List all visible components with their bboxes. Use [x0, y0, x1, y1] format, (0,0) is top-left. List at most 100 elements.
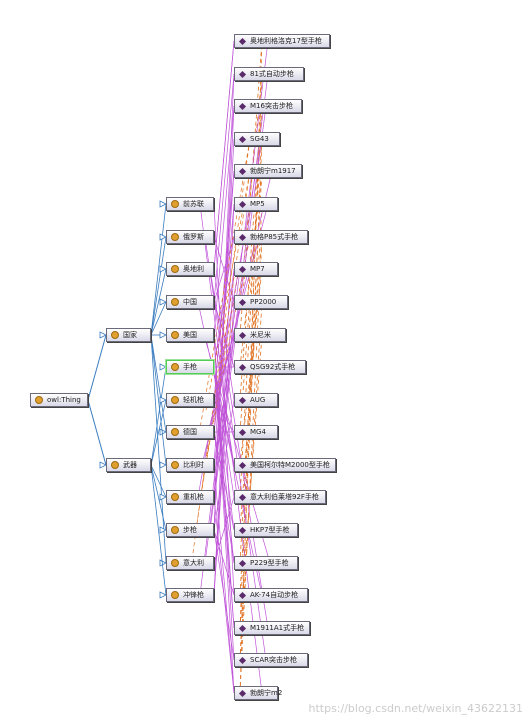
node-class[interactable]: 冲锋枪 — [166, 588, 214, 602]
class-icon — [171, 493, 179, 501]
individual-icon — [238, 265, 247, 273]
node-individual[interactable]: MP5 — [234, 197, 278, 211]
edge-arrowhead — [159, 559, 167, 567]
class-icon — [171, 591, 179, 599]
node-individual[interactable]: 勃朗宁m2 — [234, 686, 282, 700]
node-label: P229型手枪 — [250, 559, 289, 567]
class-icon — [35, 396, 43, 404]
property-edge — [205, 170, 251, 411]
class-icon — [171, 461, 179, 469]
node-individual[interactable]: 米尼米 — [234, 328, 286, 342]
individual-icon — [238, 70, 247, 78]
individual-icon — [238, 526, 247, 534]
node-individual[interactable]: P229型手枪 — [234, 556, 298, 570]
node-individual[interactable]: 奥地利格洛克17型手枪 — [234, 34, 330, 48]
instance-edge — [213, 236, 235, 368]
instance-edge — [209, 268, 269, 629]
edge-arrowhead — [159, 493, 167, 501]
node-individual[interactable]: MP7 — [234, 262, 278, 276]
node-individual[interactable]: 意大利伯莱塔92F手枪 — [234, 490, 326, 504]
node-individual[interactable]: MG4 — [234, 425, 278, 439]
node-class[interactable]: 比利时 — [166, 458, 214, 472]
subclass-edge — [150, 268, 167, 336]
node-class[interactable]: 美国 — [166, 328, 214, 342]
individual-icon — [238, 396, 247, 404]
node-label: 米尼米 — [250, 331, 271, 339]
individual-icon — [238, 135, 247, 143]
instance-edge — [213, 170, 235, 466]
node-label: SG43 — [250, 135, 269, 143]
node-class-weapon[interactable]: 武器 — [106, 458, 151, 472]
node-label: 美国柯尔特M2000型手枪 — [250, 461, 330, 469]
edge-arrowhead — [159, 331, 167, 339]
individual-icon — [238, 559, 247, 567]
node-label: AUG — [250, 396, 266, 404]
instance-edge — [213, 40, 235, 270]
node-class-selected[interactable]: 手枪 — [166, 360, 214, 374]
class-icon — [171, 363, 179, 371]
node-individual[interactable]: PP2000 — [234, 295, 288, 309]
node-label: MG4 — [250, 428, 266, 436]
node-class[interactable]: 奥地利 — [166, 262, 214, 276]
class-icon — [171, 265, 179, 273]
edge-arrowhead — [159, 591, 167, 599]
node-individual[interactable]: SG43 — [234, 132, 280, 146]
node-individual[interactable]: HKP7型手枪 — [234, 523, 298, 537]
subclass-edge — [150, 334, 167, 564]
property-edge — [239, 105, 263, 401]
node-label: 81式自动步枪 — [250, 70, 294, 78]
node-label: QSG92式手枪 — [250, 363, 296, 371]
class-icon — [111, 331, 119, 339]
edge-arrowhead — [159, 526, 167, 534]
node-individual[interactable]: 勃格P85式手枪 — [234, 230, 308, 244]
individual-icon — [238, 591, 247, 599]
node-class[interactable]: 前苏联 — [166, 197, 214, 211]
property-edge — [199, 203, 251, 501]
node-individual[interactable]: QSG92式手枪 — [234, 360, 306, 374]
subclass-edge — [150, 464, 167, 531]
individual-icon — [238, 461, 247, 469]
node-individual[interactable]: AUG — [234, 393, 278, 407]
individual-icon — [238, 624, 247, 632]
node-individual[interactable]: 勃朗宁m1917 — [234, 164, 302, 178]
node-class[interactable]: 中国 — [166, 295, 214, 309]
node-class[interactable]: 重机枪 — [166, 490, 214, 504]
instance-edge — [213, 496, 235, 694]
node-class[interactable]: 轻机枪 — [166, 393, 214, 407]
instance-edge — [213, 105, 235, 336]
property-edge — [239, 236, 263, 694]
node-label: 勃格P85式手枪 — [250, 233, 299, 241]
node-class[interactable]: 俄罗斯 — [166, 230, 214, 244]
node-individual[interactable]: M16突击步枪 — [234, 99, 302, 113]
node-label: 中国 — [183, 298, 197, 306]
node-label: 奥地利格洛克17型手枪 — [250, 37, 322, 45]
subclass-edge — [87, 334, 107, 401]
instance-edge — [199, 40, 269, 596]
node-label: 美国 — [183, 331, 197, 339]
node-individual[interactable]: M1911A1式手枪 — [234, 621, 310, 635]
edge-arrowhead — [159, 265, 167, 273]
node-label: 手枪 — [183, 363, 197, 371]
node-individual[interactable]: 81式自动步枪 — [234, 67, 304, 81]
node-label: PP2000 — [250, 298, 277, 306]
node-label: 冲锋枪 — [183, 591, 204, 599]
subclass-edge — [87, 399, 107, 466]
node-class-country[interactable]: 国家 — [106, 328, 151, 342]
class-icon — [171, 331, 179, 339]
instance-edge — [213, 431, 235, 531]
node-label: MP7 — [250, 265, 265, 273]
individual-icon — [238, 167, 247, 175]
node-individual[interactable]: AK-74自动步枪 — [234, 588, 308, 602]
node-class[interactable]: 步枪 — [166, 523, 214, 537]
node-individual[interactable]: SCAR突击步枪 — [234, 653, 308, 667]
edge-arrowhead — [159, 461, 167, 469]
node-class[interactable]: 意大利 — [166, 556, 214, 570]
instance-edge — [213, 464, 235, 694]
node-label: 比利时 — [183, 461, 204, 469]
node-individual[interactable]: 美国柯尔特M2000型手枪 — [234, 458, 336, 472]
edge-arrowhead — [159, 298, 167, 306]
subclass-edge — [150, 203, 167, 336]
individual-icon — [238, 37, 247, 45]
node-class[interactable]: 德国 — [166, 425, 214, 439]
node-owl-thing[interactable]: owl:Thing — [30, 393, 88, 407]
